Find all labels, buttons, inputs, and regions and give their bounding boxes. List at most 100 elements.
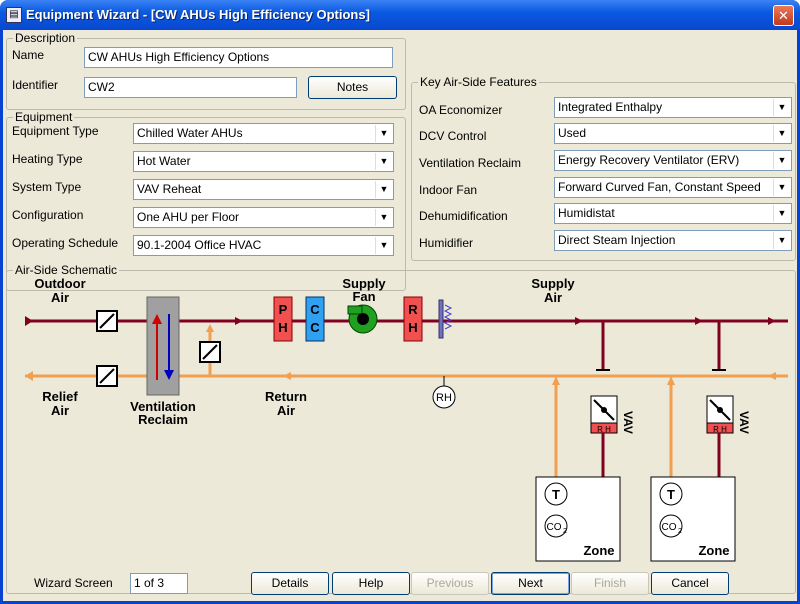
chevron-down-icon[interactable]: ▼ [375,181,392,198]
finish-button[interactable]: Finish [571,572,649,595]
description-group: Description [6,31,406,110]
features-group: Key Air-Side Features [411,75,796,261]
title-bar[interactable]: ▤ Equipment Wizard - [CW AHUs High Effic… [0,0,800,30]
return-arrow-1 [283,372,291,380]
thermostat-icon-2 [659,482,683,506]
chevron-down-icon[interactable]: ▼ [773,205,790,222]
erv-up-arrow-icon [152,314,162,324]
thermostat-label-1: T [552,487,560,502]
cc-label-1: C [310,302,320,317]
humidifier-icon [438,299,444,339]
dehumidification-label: Dehumidification [419,209,508,223]
ventilation-reclaim-value: Energy Recovery Ventilator (ERV) [558,153,740,167]
system-type-value: VAV Reheat [137,182,202,196]
thermostat-label-2: T [667,487,675,502]
return-air-label-2: Air [277,403,295,418]
outdoor-air-label-1: Outdoor [34,276,85,291]
vav-label-2: VAV [737,411,751,434]
equipment-group: Equipment [6,110,406,291]
chevron-down-icon[interactable]: ▼ [375,153,392,170]
dcv-control-dropdown[interactable]: Used▼ [554,123,792,144]
ventilation-label-1: Ventilation [130,399,196,414]
heating-type-dropdown[interactable]: Hot Water ▼ [133,151,394,172]
humidifier-dropdown[interactable]: Direct Steam Injection ▼ [554,230,792,251]
humidifier-label: Humidifier [419,236,474,250]
next-button[interactable]: Next [491,572,570,595]
features-legend: Key Air-Side Features [420,75,537,89]
configuration-value: One AHU per Floor [137,210,240,224]
previous-button[interactable]: Previous [411,572,489,595]
chevron-down-icon[interactable]: ▼ [773,125,790,142]
cc-label-2: C [310,320,320,335]
chevron-down-icon[interactable]: ▼ [375,209,392,226]
thermostat-icon-1 [544,482,568,506]
chevron-down-icon[interactable]: ▼ [773,179,790,196]
configuration-dropdown[interactable]: One AHU per Floor ▼ [133,207,394,228]
close-button[interactable]: ✕ [773,5,794,26]
chevron-down-icon[interactable]: ▼ [375,237,392,254]
supply-arrow-2 [575,317,583,325]
help-button[interactable]: Help [332,572,410,595]
equipment-legend: Equipment [15,110,73,124]
zone-label-2: Zone [698,543,729,558]
schematic-legend: Air-Side Schematic [15,263,118,277]
dehumidification-value: Humidistat [558,206,615,220]
operating-schedule-label: Operating Schedule [12,236,119,250]
supply-arrow-3 [695,317,703,325]
ph-label-2: H [278,320,287,335]
air-side-schematic: P H C C R H RH R H VAV [25,276,788,562]
oa-economizer-label: OA Economizer [419,103,503,117]
erv-down-arrow-icon [164,370,174,380]
oa-economizer-value: Integrated Enthalpy [558,100,663,114]
ventilation-reclaim-dropdown[interactable]: Energy Recovery Ventilator (ERV) ▼ [554,150,792,171]
supply-arrow-1 [235,317,243,325]
rh-sensor-label: RH [436,392,452,404]
chevron-down-icon[interactable]: ▼ [773,99,790,116]
relief-outlet-arrow [25,371,33,381]
operating-schedule-dropdown[interactable]: 90.1-2004 Office HVAC▼ [133,235,394,256]
rh-label-2: H [408,320,417,335]
supply-air-label-2: Air [544,290,562,305]
zone-label-1: Zone [583,543,614,558]
wizard-screen-label: Wizard Screen [34,576,113,590]
dehumidification-dropdown[interactable]: Humidistat ▼ [554,203,792,224]
notes-button[interactable]: Notes [308,76,397,99]
description-legend: Description [15,31,76,45]
details-button[interactable]: Details [251,572,329,595]
configuration-label: Configuration [12,208,84,222]
chevron-down-icon[interactable]: ▼ [773,232,790,249]
system-type-dropdown[interactable]: VAV Reheat ▼ [133,179,394,200]
vav-label-1: VAV [621,411,635,434]
return-arrow-2 [768,372,776,380]
relief-air-label-1: Relief [42,389,78,404]
vav-rh-label-1: R H [597,425,611,434]
co2-sub-1: 2 [563,528,567,535]
ph-label-1: P [279,302,288,317]
outdoor-air-label-2: Air [51,290,69,305]
heating-type-label: Heating Type [12,152,83,166]
indoor-fan-label: Indoor Fan [419,183,478,197]
preheat-coil [273,296,293,342]
cancel-button[interactable]: Cancel [651,572,729,595]
return-air-label-1: Return [265,389,307,404]
supply-fan-label-1: Supply [342,276,386,291]
outdoor-inlet-arrow [25,316,33,326]
equipment-type-dropdown[interactable]: Chilled Water AHUs▼ [133,123,394,144]
vav-rh-label-2: R H [713,425,727,434]
indoor-fan-dropdown[interactable]: Forward Curved Fan, Constant Speed▼ [554,177,792,198]
humidifier-value: Direct Steam Injection [558,233,676,247]
ventilation-reclaim-wheel [146,296,180,396]
oa-economizer-dropdown[interactable]: Integrated Enthalpy ▼ [554,97,792,118]
co2-label-2: CO [662,522,677,533]
ventilation-label-2: Reclaim [138,412,188,427]
window-title: Equipment Wizard - [CW AHUs High Efficie… [26,7,370,22]
app-icon: ▤ [6,7,22,23]
supply-arrow-4 [768,317,776,325]
name-field[interactable]: CW AHUs High Efficiency Options [84,47,393,68]
system-type-label: System Type [12,180,82,194]
chevron-down-icon[interactable]: ▼ [773,152,790,169]
chevron-down-icon[interactable]: ▼ [375,125,392,142]
heating-type-value: Hot Water [137,154,191,168]
identifier-field[interactable]: CW2 [84,77,297,98]
